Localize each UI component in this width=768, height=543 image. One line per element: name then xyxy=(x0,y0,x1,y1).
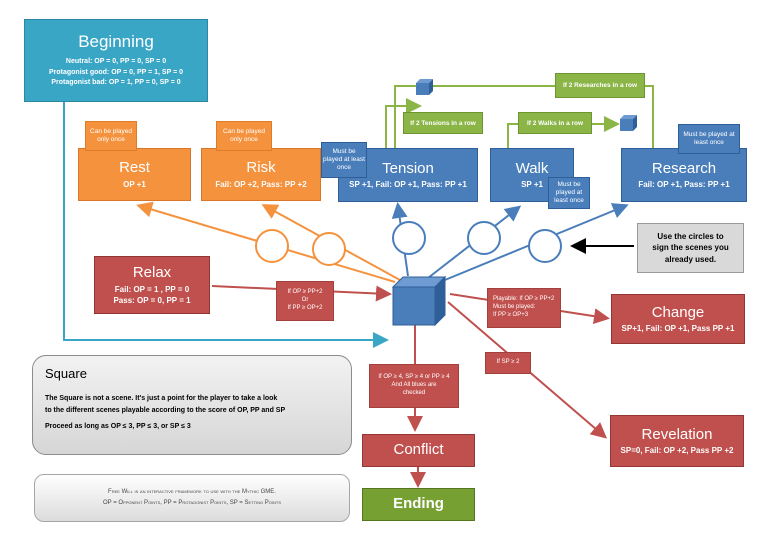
condition-line: If OP ≥ PP+2 xyxy=(287,289,323,296)
walk-note: Must be played at least once xyxy=(548,177,590,209)
condition-line: If PP ≥ OP+3 xyxy=(493,311,529,318)
change-scene[interactable]: Change SP+1, Fail: OP +1, Pass PP +1 xyxy=(611,294,745,344)
conflict-title: Conflict xyxy=(393,441,444,459)
risk-note: Can be played only once xyxy=(216,121,272,151)
circle-walk[interactable] xyxy=(467,221,501,255)
condition-line: Playable: If OP ≥ PP+2 xyxy=(493,296,555,303)
beginning-box: Beginning Neutral: OP = 0, PP = 0, SP = … xyxy=(24,19,208,102)
relax-title: Relax xyxy=(132,264,172,282)
change-title: Change xyxy=(651,303,705,321)
square-cube-icon xyxy=(391,275,447,327)
revelation-condition-note: If SP ≥ 2 xyxy=(485,352,531,374)
two-researches-note: If 2 Researches in a row xyxy=(555,73,645,98)
beginning-title: Beginning xyxy=(78,32,154,52)
relax-rule: Pass: OP = 0, PP = 1 xyxy=(113,295,191,305)
hint-line: sign the scenes you xyxy=(652,243,729,253)
condition-line: Or xyxy=(301,297,309,304)
conflict-condition-note: If OP ≥ 4, SP ≥ 4 or PP ≥ 4 And All blue… xyxy=(369,364,459,408)
tension-title: Tension xyxy=(382,159,434,177)
condition-line: checked xyxy=(402,389,426,396)
square-info-panel: Square The Square is not a scene. It's j… xyxy=(32,355,352,455)
square-panel-text: Proceed as long as OP ≤ 3, PP ≤ 3, or SP… xyxy=(45,422,191,430)
change-condition-note: Playable: If OP ≥ PP+2 Must be played: I… xyxy=(487,288,561,328)
relax-scene[interactable]: Relax Fail: OP = 1 , PP = 0 Pass: OP = 0… xyxy=(94,256,210,314)
risk-scene[interactable]: Risk Fail: OP +2, Pass: PP +2 xyxy=(201,148,321,201)
rest-rule: OP +1 xyxy=(123,179,146,189)
rest-scene[interactable]: Rest OP +1 xyxy=(78,148,191,201)
tension-rule: SP +1, Fail: OP +1, Pass: PP +1 xyxy=(349,180,467,190)
revelation-title: Revelation xyxy=(641,425,713,443)
circle-risk[interactable] xyxy=(312,232,346,266)
risk-title: Risk xyxy=(246,159,276,177)
square-panel-text: to the different scenes playable accordi… xyxy=(45,406,286,414)
small-cube-icon xyxy=(416,79,433,95)
condition-line: And All blues are xyxy=(391,382,437,389)
condition-line: If OP ≥ 4, SP ≥ 4 or PP ≥ 4 xyxy=(378,374,450,381)
square-panel-text: The Square is not a scene. It's just a p… xyxy=(45,395,278,402)
beginning-line: Protagonist good: OP = 0, PP = 1, SP = 0 xyxy=(48,68,183,76)
legend-panel: Free Will is an interactive framework to… xyxy=(34,474,350,522)
rest-note: Can be played only once xyxy=(85,121,137,151)
revelation-rule: SP=0, Fail: OP +2, Pass PP +2 xyxy=(620,446,734,456)
hint-line: Use the circles to xyxy=(657,231,724,241)
research-title: Research xyxy=(651,159,717,177)
tension-loop xyxy=(385,98,422,148)
condition-line: Must be played: xyxy=(493,304,536,311)
walk-rule: SP +1 xyxy=(521,180,543,190)
hint-line: already used. xyxy=(664,254,717,264)
risk-rule: Fail: OP +2, Pass: PP +2 xyxy=(215,179,307,189)
revelation-scene[interactable]: Revelation SP=0, Fail: OP +2, Pass PP +2 xyxy=(610,415,744,467)
relax-condition-note: If OP ≥ PP+2 Or If PP ≥ OP+2 xyxy=(276,281,334,321)
circle-research[interactable] xyxy=(528,229,562,263)
circles-hint-box: Use the circles to sign the scenes you a… xyxy=(637,223,744,273)
ending-scene[interactable]: Ending xyxy=(362,488,475,521)
beginning-line: Neutral: OP = 0, PP = 0, SP = 0 xyxy=(65,58,167,66)
condition-line: If PP ≥ OP+2 xyxy=(287,304,323,311)
small-cube-icon xyxy=(620,115,637,131)
research-scene[interactable]: Research Fail: OP +1, Pass: PP +1 xyxy=(621,148,747,202)
legend-line: Free Will is an interactive framework to… xyxy=(108,488,276,495)
beginning-connector xyxy=(63,102,389,348)
two-walks-note: If 2 Walks in a row xyxy=(518,112,592,134)
change-rule: SP+1, Fail: OP +1, Pass PP +1 xyxy=(621,324,735,334)
ending-title: Ending xyxy=(393,495,444,513)
legend-line: OP = Opponent Points, PP = Protagonist P… xyxy=(102,500,282,506)
rest-title: Rest xyxy=(119,159,150,177)
tension-note: Must be played at least once xyxy=(321,142,367,178)
circle-tension[interactable] xyxy=(392,221,426,255)
research-loop xyxy=(394,85,654,148)
beginning-line: Protagonist bad: OP = 1, PP = 0, SP = 0 xyxy=(51,79,181,87)
walk-title: Walk xyxy=(515,159,549,177)
research-rule: Fail: OP +1, Pass: PP +1 xyxy=(638,180,730,190)
square-panel-title: Square xyxy=(45,366,87,381)
relax-rule: Fail: OP = 1 , PP = 0 xyxy=(114,284,190,294)
two-tensions-note: If 2 Tensions in a row xyxy=(403,112,483,134)
conflict-scene[interactable]: Conflict xyxy=(362,434,475,467)
circle-rest[interactable] xyxy=(255,229,289,263)
research-note: Must be played at least once xyxy=(678,124,740,154)
